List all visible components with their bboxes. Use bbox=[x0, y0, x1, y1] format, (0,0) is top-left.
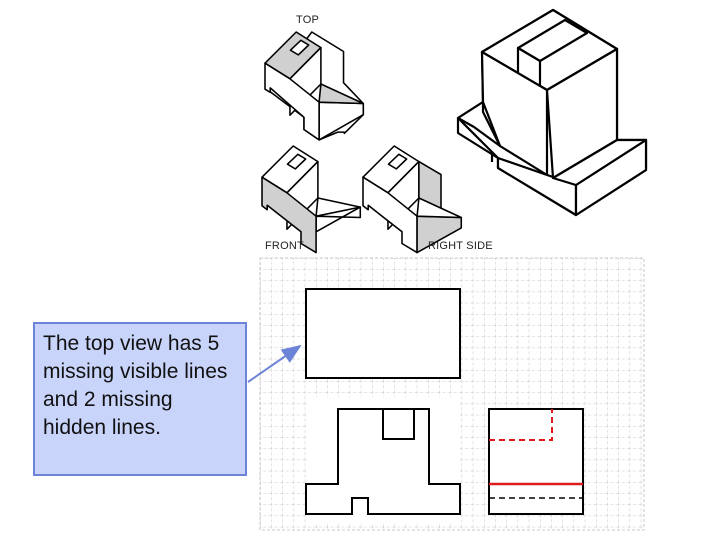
hidden-line-red-upper bbox=[489, 409, 553, 441]
top-view-outline bbox=[305, 288, 461, 379]
right-side-view bbox=[488, 408, 584, 515]
callout-text: The top view has 5 missing visible lines… bbox=[43, 332, 228, 439]
iso-right-highlight bbox=[362, 145, 463, 254]
iso-main-model bbox=[456, 8, 648, 217]
label-front: FRONT bbox=[265, 240, 304, 252]
callout-arrow bbox=[247, 344, 302, 383]
label-top: TOP bbox=[296, 14, 320, 26]
callout-box: The top view has 5 missing visible lines… bbox=[33, 322, 247, 476]
front-view bbox=[305, 397, 461, 523]
iso-front-highlight bbox=[261, 145, 362, 254]
iso-top-highlight bbox=[264, 31, 365, 141]
label-right-side: RIGHT SIDE bbox=[428, 240, 493, 252]
